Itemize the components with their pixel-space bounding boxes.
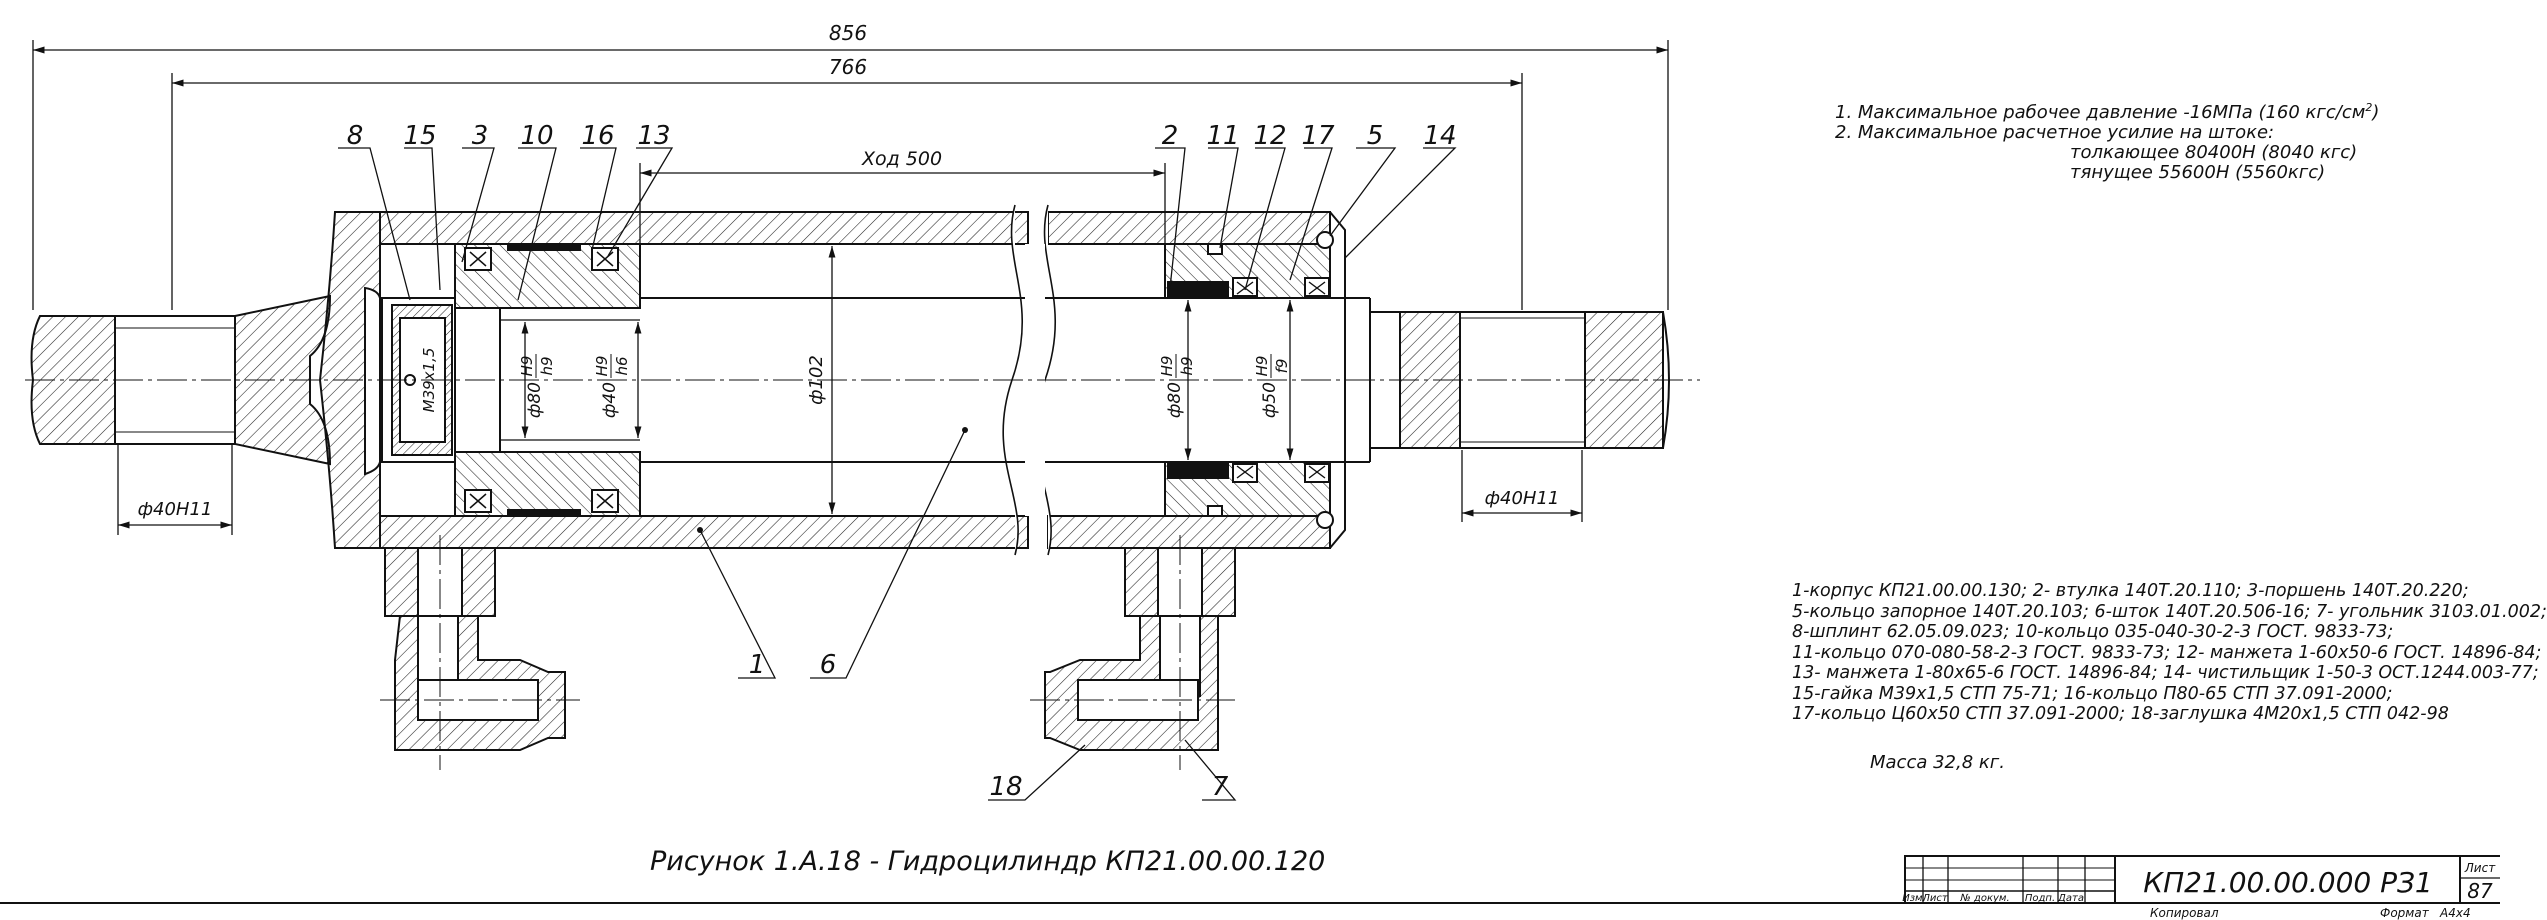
fit-piston-bore-num: Н9 (593, 356, 611, 377)
legend-line: 8-шплинт 62.05.09.023; 10-кольцо 035-040… (1792, 622, 2394, 642)
figure-caption: Рисунок 1.А.18 - Гидроцилиндр КП21.00.00… (650, 846, 1326, 877)
fit-piston-rod-num: Н9 (518, 356, 536, 377)
note-2: 2. Максимальное расчетное усилие на шток… (1835, 122, 2275, 143)
dimension-left-eye (117, 445, 233, 535)
fit-gland-den: h9 (1178, 356, 1196, 375)
fit-gland-d: ф80 (1165, 382, 1185, 418)
fit-rod-d: ф50 (1260, 382, 1280, 418)
format-value: А4х4 (2439, 906, 2471, 920)
legend-line: 17-кольцо Ц60х50 СТП 37.091-2000; 18-заг… (1792, 704, 2449, 724)
callout-14: 14 (1423, 121, 1456, 151)
callout-12: 12 (1253, 121, 1286, 151)
callout-8: 8 (347, 121, 364, 151)
dim-thread-label: М39х1,5 (420, 348, 438, 413)
callout-labels: 8 15 3 10 16 13 2 11 12 17 5 14 1 6 18 7 (347, 121, 1457, 802)
callout-16: 16 (581, 121, 614, 151)
callout-18: 18 (989, 772, 1022, 802)
copied-label: Копировал (2150, 906, 2219, 920)
fit-piston-bore-d: ф40 (600, 382, 620, 418)
dim-stroke-label: Ход 500 (861, 148, 942, 170)
dim-left-eye-label: ф40Н11 (138, 499, 213, 520)
dimension-right-eye (1461, 450, 1583, 522)
legend-line: 11-кольцо 070-080-58-2-3 ГОСТ. 9833-73; … (1792, 642, 2542, 663)
left-elbow-fitting (384, 547, 566, 751)
dim-766-label: 766 (829, 55, 867, 79)
callout-3: 3 (472, 121, 489, 151)
note-1-sup: 2 (2365, 101, 2373, 114)
format-label: Формат (2380, 906, 2430, 920)
dim-right-eye-label: ф40Н11 (1485, 488, 1560, 509)
note-2-push: толкающее 80400Н (8040 кгс) (2070, 142, 2358, 163)
sheet-number: 87 (2467, 879, 2493, 903)
dim-856-label: 856 (829, 21, 867, 45)
fit-rod-den: f9 (1273, 359, 1291, 374)
note-1-text: 1. Максимальное рабочее давление -16МПа … (1835, 102, 2366, 123)
callout-6: 6 (820, 650, 837, 680)
legend-line: 13- манжета 1-80х65-6 ГОСТ. 14896-84; 14… (1792, 663, 2539, 683)
callout-11: 11 (1206, 121, 1239, 151)
parts-legend: 1-корпус КП21.00.00.130; 2- втулка 140Т.… (1792, 581, 2547, 725)
fit-gland: ф80 Н9 h9 (1158, 354, 1196, 418)
title-block (1904, 855, 2500, 904)
legend-line: 1-корпус КП21.00.00.130; 2- втулка 140Т.… (1792, 581, 2469, 601)
callout-5: 5 (1367, 121, 1384, 151)
legend-line: 15-гайка М39х1,5 СТП 75-71; 16-кольцо П8… (1792, 683, 2393, 704)
centre-lines (25, 379, 1700, 770)
technical-notes: 1. Максимальное рабочее давление -16МПа … (1835, 98, 2379, 183)
fit-rod-num: Н9 (1253, 356, 1271, 377)
legend-line: 5-кольцо запорное 140Т.20.103; 6-шток 14… (1792, 601, 2547, 622)
callout-2: 2 (1162, 121, 1179, 151)
dimension-766 (171, 73, 1523, 310)
fit-piston-rod-den: h9 (538, 356, 556, 375)
internal-dimensions (521, 246, 1294, 514)
note-2-pull: тянущее 55600Н (5560кгс) (2070, 162, 2326, 183)
fit-gland-num: Н9 (1158, 356, 1176, 377)
callout-13: 13 (637, 121, 670, 151)
col-doc: № докум. (1959, 893, 2009, 904)
sheet-label: Лист (2464, 861, 2496, 875)
dimension-856 (32, 40, 1669, 310)
rod-gland (1164, 231, 1334, 529)
col-izm: Изм. (1902, 893, 1926, 904)
note-1: 1. Максимальное рабочее давление -16МПа … (1835, 98, 2379, 123)
col-date: Дата (2057, 893, 2084, 904)
leader-dots (697, 427, 968, 533)
dim-bore-label: ф102 (806, 355, 827, 405)
callout-1: 1 (749, 650, 766, 680)
title-block-columns: Изм. Лист № докум. Подп. Дата (1902, 893, 2084, 904)
col-list: Лист (1921, 893, 1949, 904)
callout-15: 15 (403, 121, 436, 151)
fit-piston-bore: ф40 Н9 h6 (593, 354, 631, 418)
fit-rod: ф50 Н9 f9 (1253, 354, 1291, 418)
col-sign: Подп. (2025, 893, 2055, 904)
designation: КП21.00.00.000 РЗ1 (2143, 866, 2433, 899)
fit-piston-rod-d: ф80 (525, 382, 545, 418)
fit-piston-bore-den: h6 (613, 356, 631, 375)
callout-17: 17 (1301, 121, 1335, 151)
mass-note: Масса 32,8 кг. (1870, 752, 2005, 773)
right-elbow-fitting (1044, 547, 1236, 751)
fit-piston-rod: ф80 Н9 h9 (518, 354, 556, 418)
callout-10: 10 (520, 121, 553, 151)
callout-7: 7 (1212, 772, 1229, 802)
leader-lines (338, 147, 1457, 801)
note-1-end: ) (2372, 102, 2380, 123)
